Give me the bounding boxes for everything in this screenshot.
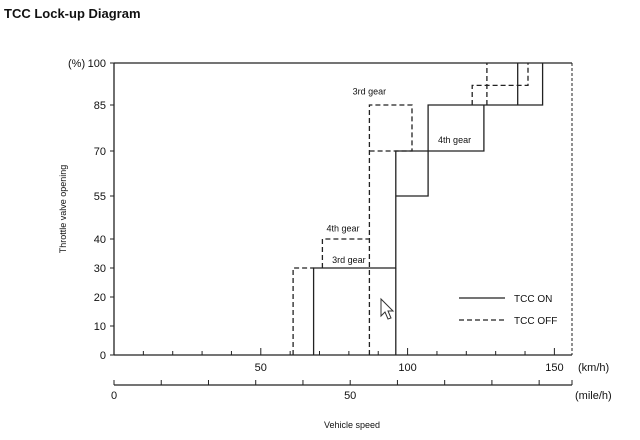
y-tick-label: 30 bbox=[94, 263, 106, 275]
labels: 3rd gear 4th gear 4th gear 3rd gear bbox=[326, 87, 471, 266]
legend-label: TCC ON bbox=[514, 294, 552, 305]
tcc-off-line bbox=[368, 104, 413, 355]
x-tick-label-mph: 0 bbox=[111, 390, 117, 402]
y-unit-label: (%) bbox=[68, 58, 85, 70]
tcc-on-line bbox=[312, 105, 485, 355]
gear-annotation: 3rd gear bbox=[353, 87, 387, 97]
tcc-on-line bbox=[395, 63, 544, 197]
diagram-title: TCC Lock-up Diagram bbox=[4, 6, 141, 21]
x-unit-kmh: (km/h) bbox=[578, 362, 609, 374]
mouse-cursor-icon bbox=[380, 297, 395, 320]
x-tick-label-kmh: 150 bbox=[545, 362, 563, 374]
y-tick-label: 100 bbox=[88, 58, 106, 70]
x-unit-mph: (mile/h) bbox=[575, 390, 612, 402]
tcc-off-line bbox=[471, 63, 529, 105]
y-tick-label: 40 bbox=[94, 234, 106, 246]
series-lines bbox=[292, 63, 544, 355]
y-axis-title: Throttle valve opening bbox=[58, 165, 68, 254]
x-axis-title: Vehicle speed bbox=[324, 420, 380, 430]
legend: TCC ON TCC OFF bbox=[459, 294, 557, 327]
x-tick-label-kmh: 100 bbox=[398, 362, 416, 374]
y-tick-label: 20 bbox=[94, 292, 106, 304]
x-tick-label-kmh: 50 bbox=[255, 362, 267, 374]
y-tick-label: 0 bbox=[100, 350, 106, 362]
gear-annotation: 4th gear bbox=[438, 135, 471, 145]
y-tick-label: 85 bbox=[94, 100, 106, 112]
x-tick-label-mph: 50 bbox=[344, 390, 356, 402]
gear-annotation: 4th gear bbox=[326, 223, 359, 233]
gear-annotation: 3rd gear bbox=[332, 255, 366, 265]
legend-label: TCC OFF bbox=[514, 316, 557, 327]
y-tick-label: 70 bbox=[94, 146, 106, 158]
plot-frame bbox=[113, 62, 573, 356]
y-tick-label: 10 bbox=[94, 321, 106, 333]
y-tick-label: 55 bbox=[94, 191, 106, 203]
tcc-off-line bbox=[292, 267, 314, 355]
tcc-off-line bbox=[321, 238, 370, 268]
